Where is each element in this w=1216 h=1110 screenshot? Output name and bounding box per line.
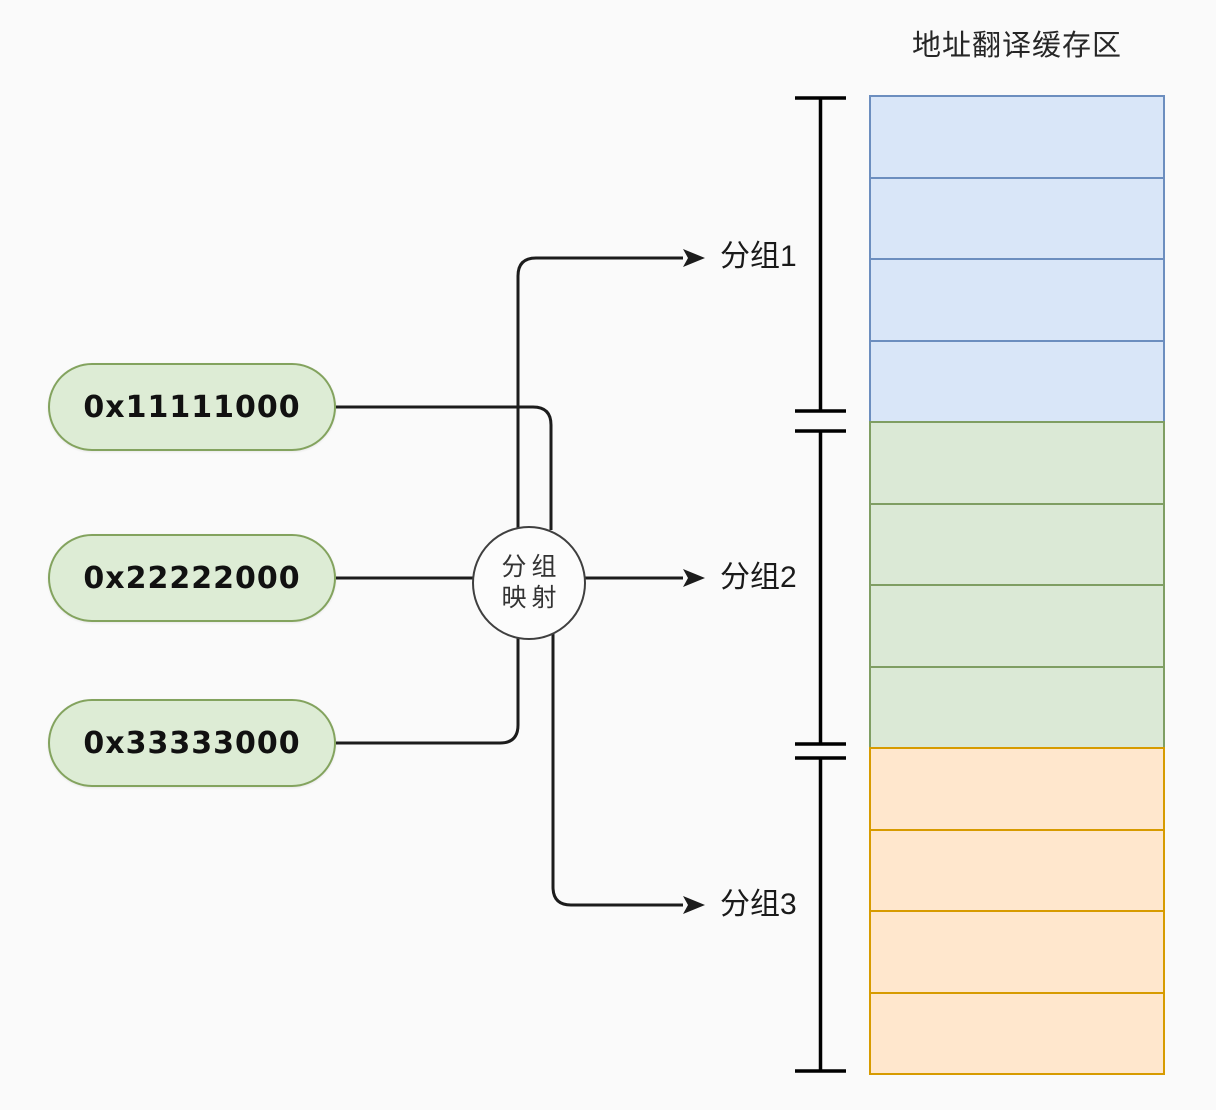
- mapper-label-line2: 映射: [501, 584, 562, 612]
- cache-block-group-2-2: [869, 502, 1165, 586]
- cache-column: [869, 95, 1165, 1075]
- cache-block-group-3-4: [869, 991, 1165, 1075]
- address-pill-1: 0x11111000: [48, 363, 336, 451]
- wire-address1-to-mapper: [336, 405, 553, 530]
- address-pill-3: 0x33333000: [48, 699, 336, 787]
- address-label-1: 0x11111000: [83, 389, 301, 425]
- cache-block-group-1-2: [869, 176, 1165, 260]
- cache-area-title: 地址翻译缓存区: [911, 30, 1122, 62]
- group-label-3: 分组3: [720, 888, 797, 921]
- cache-block-group-1-3: [869, 258, 1165, 342]
- cache-block-group-2-1: [869, 421, 1165, 505]
- address-label-2: 0x22222000: [83, 560, 301, 596]
- cache-block-group-3-1: [869, 747, 1165, 831]
- group-mapping-circle: 分组 映射: [472, 526, 586, 640]
- cache-block-group-1-4: [869, 339, 1165, 423]
- cache-block-group-3-3: [869, 910, 1165, 994]
- address-label-3: 0x33333000: [83, 725, 301, 761]
- wire-address3-to-mapper: [336, 634, 520, 745]
- cache-block-group-2-4: [869, 665, 1165, 749]
- bracket-group2: [795, 429, 846, 746]
- group-label-2: 分组2: [720, 561, 797, 594]
- wire-mapper-to-group1: [516, 249, 705, 530]
- cache-block-group-3-2: [869, 828, 1165, 912]
- cache-block-group-1-1: [869, 95, 1165, 179]
- cache-block-group-2-3: [869, 584, 1165, 668]
- address-pill-2: 0x22222000: [48, 534, 336, 622]
- group-label-1: 分组1: [720, 240, 797, 273]
- mapper-label-line1: 分组: [501, 553, 562, 581]
- bracket-group3: [795, 756, 846, 1073]
- wire-mapper-to-group3: [551, 634, 705, 914]
- bracket-group1: [795, 96, 846, 413]
